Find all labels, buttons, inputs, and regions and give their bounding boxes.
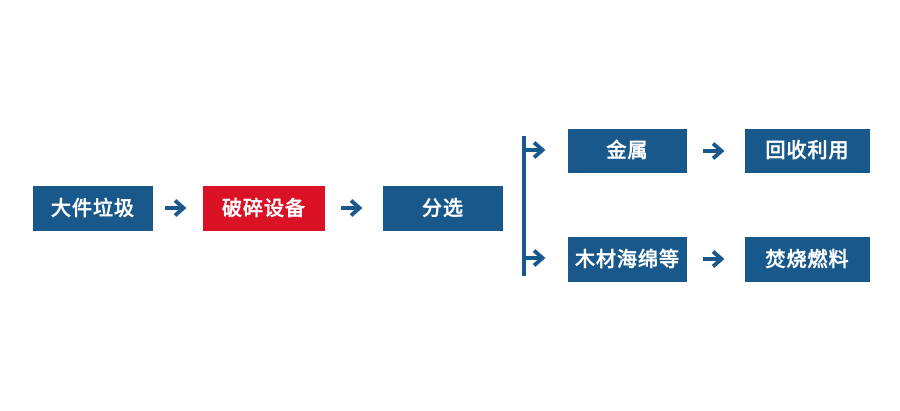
branch-arrow-right-icon (524, 141, 546, 159)
arrow-right-icon (341, 199, 363, 217)
node-crushing-equipment: 破碎设备 (203, 186, 325, 231)
arrow-right-icon (165, 199, 187, 217)
node-crushing-equipment-label: 破碎设备 (222, 197, 306, 220)
branch-connector-line (522, 136, 526, 276)
node-incineration-fuel: 焚烧燃料 (745, 237, 870, 282)
node-metal: 金属 (568, 129, 687, 173)
node-incineration-fuel-label: 焚烧燃料 (765, 248, 850, 271)
node-metal-label: 金属 (606, 140, 649, 162)
node-sorting-label: 分选 (422, 197, 464, 220)
arrow-right-icon (703, 142, 725, 160)
arrow-right-icon (703, 250, 725, 268)
node-wood-sponge-etc: 木材海绵等 (568, 237, 687, 282)
node-bulky-waste: 大件垃圾 (33, 186, 153, 231)
node-sorting: 分选 (383, 186, 503, 231)
node-bulky-waste-label: 大件垃圾 (51, 197, 135, 220)
node-recycling-label: 回收利用 (765, 140, 850, 162)
branch-arrow-right-icon (524, 249, 546, 267)
node-wood-sponge-etc-label: 木材海绵等 (575, 248, 680, 271)
node-recycling: 回收利用 (745, 129, 870, 173)
